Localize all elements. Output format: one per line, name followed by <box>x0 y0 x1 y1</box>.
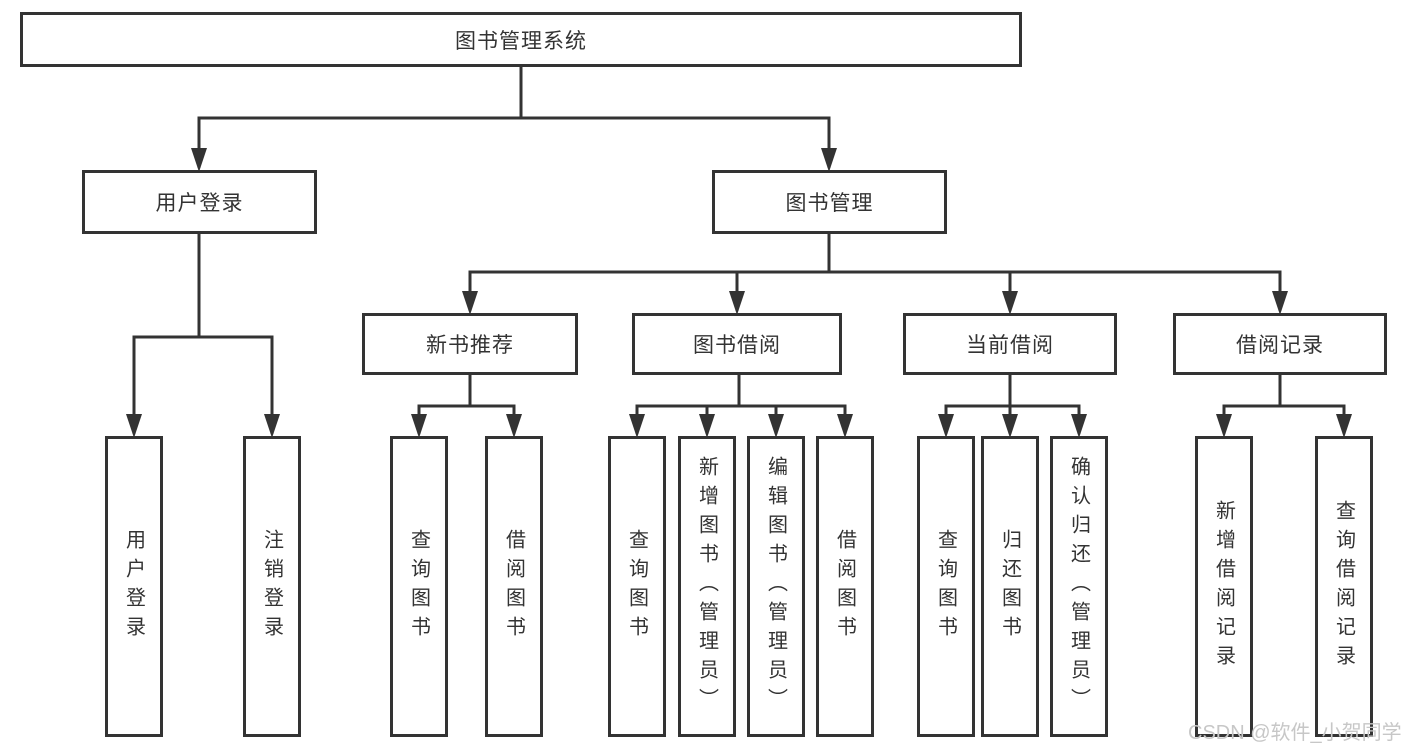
arrowhead-current-borrow <box>1002 291 1018 315</box>
arrowhead-leaf-confirm-return <box>1071 414 1087 438</box>
leaf-borrow-book-recommend-label: 借阅图书 <box>502 528 525 645</box>
node-root-label: 图书管理系统 <box>455 29 587 53</box>
node-new-book-recommend-label: 新书推荐 <box>426 334 514 357</box>
arrowhead-leaf-return-book <box>1002 414 1018 438</box>
leaf-user-login: 用户登录 <box>105 436 163 737</box>
node-current-borrow: 当前借阅 <box>903 313 1117 375</box>
connector-borrow-records-to-leaves <box>1222 375 1346 434</box>
leaf-query-book-borrow: 查询图书 <box>608 436 666 737</box>
leaf-add-book-admin-label: 新增图书（管理员） <box>695 456 718 717</box>
node-book-borrow: 图书借阅 <box>632 313 842 375</box>
connector-root-to-level2 <box>197 67 831 168</box>
arrowheads <box>126 148 1352 438</box>
arrowhead-leaf-query-book-1 <box>411 414 427 438</box>
leaf-query-book-current-label: 查询图书 <box>934 528 957 645</box>
arrowhead-leaf-borrow-book-2 <box>837 414 853 438</box>
arrowhead-leaf-borrow-book-1 <box>506 414 522 438</box>
leaf-logout: 注销登录 <box>243 436 301 737</box>
leaf-borrow-book-recommend: 借阅图书 <box>485 436 543 737</box>
node-book-management: 图书管理 <box>712 170 947 234</box>
arrowhead-leaf-query-borrow-record <box>1336 414 1352 438</box>
arrowhead-leaf-add-book <box>699 414 715 438</box>
arrowhead-leaf-edit-book <box>768 414 784 438</box>
arrowhead-book-management <box>821 148 837 172</box>
node-borrow-records: 借阅记录 <box>1173 313 1387 375</box>
arrowhead-leaf-add-borrow-record <box>1216 414 1232 438</box>
leaf-return-book: 归还图书 <box>981 436 1039 737</box>
leaf-edit-book-admin: 编辑图书（管理员） <box>747 436 805 737</box>
arrowhead-book-borrow <box>729 291 745 315</box>
leaf-add-book-admin: 新增图书（管理员） <box>678 436 736 737</box>
node-borrow-records-label: 借阅记录 <box>1236 334 1324 357</box>
leaf-edit-book-admin-label: 编辑图书（管理员） <box>764 456 787 717</box>
leaf-query-borrow-record-label: 查询借阅记录 <box>1332 499 1355 674</box>
leaf-borrow-book-borrow-label: 借阅图书 <box>833 528 856 645</box>
node-current-borrow-label: 当前借阅 <box>966 334 1054 357</box>
arrowhead-new-book-recommend <box>462 291 478 315</box>
node-book-management-label: 图书管理 <box>785 192 874 215</box>
arrowhead-leaf-logout <box>264 414 280 438</box>
leaf-logout-label: 注销登录 <box>260 528 283 645</box>
connector-book-borrow-to-leaves <box>635 375 847 434</box>
node-user-login: 用户登录 <box>82 170 317 234</box>
leaf-query-borrow-record: 查询借阅记录 <box>1315 436 1373 737</box>
node-root: 图书管理系统 <box>20 12 1022 67</box>
arrowhead-user-login <box>191 148 207 172</box>
connector-user-login-to-leaves <box>132 234 274 434</box>
leaf-query-book-borrow-label: 查询图书 <box>625 528 648 645</box>
leaf-query-book-recommend-label: 查询图书 <box>407 528 430 645</box>
leaf-query-book-recommend: 查询图书 <box>390 436 448 737</box>
connector-new-book-recommend-to-leaves <box>417 375 516 434</box>
leaf-add-borrow-record: 新增借阅记录 <box>1195 436 1253 737</box>
node-user-login-label: 用户登录 <box>155 192 244 215</box>
leaf-query-book-current: 查询图书 <box>917 436 975 737</box>
arrowhead-leaf-query-book-3 <box>938 414 954 438</box>
leaf-borrow-book-borrow: 借阅图书 <box>816 436 874 737</box>
connector-book-management-to-level3 <box>468 234 1282 311</box>
leaf-confirm-return-admin: 确认归还（管理员） <box>1050 436 1108 737</box>
csdn-watermark: CSDN @软件_小贺同学 <box>1188 722 1402 744</box>
leaf-user-login-label: 用户登录 <box>122 528 145 645</box>
node-book-borrow-label: 图书借阅 <box>693 334 781 357</box>
leaf-add-borrow-record-label: 新增借阅记录 <box>1212 499 1235 674</box>
arrowhead-leaf-query-book-2 <box>629 414 645 438</box>
node-new-book-recommend: 新书推荐 <box>362 313 578 375</box>
leaf-confirm-return-admin-label: 确认归还（管理员） <box>1067 456 1090 717</box>
leaf-return-book-label: 归还图书 <box>998 528 1021 645</box>
arrowhead-borrow-records <box>1272 291 1288 315</box>
arrowhead-leaf-user-login <box>126 414 142 438</box>
